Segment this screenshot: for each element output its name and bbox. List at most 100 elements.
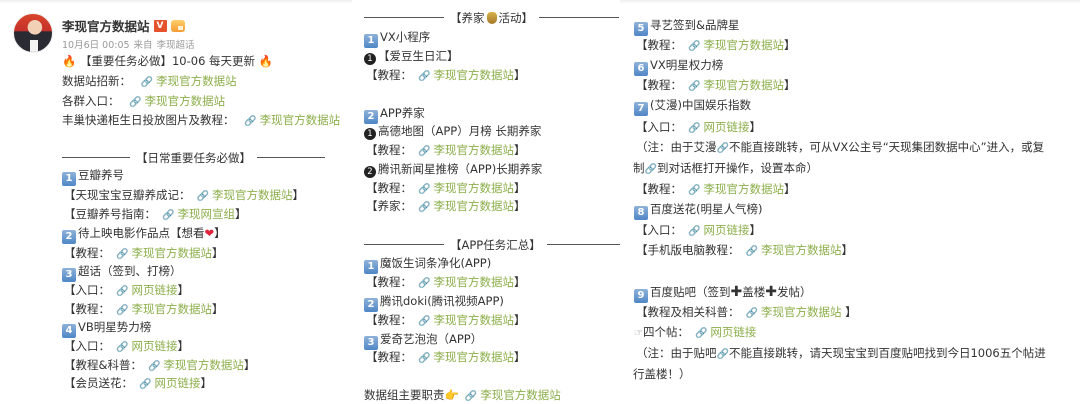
link[interactable]: 🔗李现官方数据站: [412, 199, 514, 213]
row-suffix: 】: [292, 188, 304, 202]
source-prefix: 来自: [133, 40, 153, 51]
link-text[interactable]: 网页链接: [131, 283, 178, 297]
link-icon: 🔗: [139, 379, 152, 390]
task-title-text: 魔饭生词条净化(APP): [380, 256, 492, 270]
task-row: 【教程：🔗李现官方数据站】: [64, 300, 223, 319]
link[interactable]: 🔗李现官方数据站: [412, 181, 514, 195]
link-text[interactable]: 李现官方数据站: [156, 74, 237, 88]
pointing-hand-icon: 👉: [444, 388, 459, 402]
link-text[interactable]: 李现官方数据站: [433, 68, 514, 82]
task-row: 【入口：🔗网页链接】: [636, 221, 761, 240]
link-text[interactable]: 李现官方数据站: [259, 113, 341, 127]
row-label: 【入口：: [64, 339, 110, 353]
heart-icon: ❤: [204, 226, 215, 240]
link[interactable]: 🔗李现官方数据站: [412, 143, 514, 157]
link-text[interactable]: 李现官方数据站: [433, 181, 514, 195]
link-text[interactable]: 网页链接: [710, 325, 757, 339]
section-title: 【APP任务汇总】: [450, 237, 541, 252]
task-title-text: 腾讯doki(腾讯视频APP): [380, 294, 504, 308]
link[interactable]: 🔗李现官方数据站: [123, 94, 225, 108]
note-part: 不能直接跳转，请天现宝宝到百度贴吧找到今日1006五个帖进: [728, 346, 1046, 360]
task-title-suffix: 】: [214, 226, 226, 240]
task-title-text: VB明星势力榜: [78, 320, 152, 334]
row-suffix: 】: [783, 78, 796, 92]
task-title-part: 百度贴吧（签到: [650, 285, 731, 299]
row-suffix: 】: [513, 350, 526, 364]
link-text[interactable]: 网页链接: [154, 376, 201, 390]
number-badge-icon: 5: [634, 22, 648, 36]
link[interactable]: 🔗李现官方数据站: [459, 388, 561, 402]
link-icon: 🔗: [745, 308, 758, 319]
task-row: 【教程及相关科普：🔗李现官方数据站 】: [636, 303, 857, 322]
link[interactable]: 🔗网页链接: [110, 283, 177, 297]
avatar[interactable]: [13, 13, 53, 53]
section-title-part: 活动】: [498, 10, 534, 25]
link-text[interactable]: 李现官方数据站: [703, 38, 784, 52]
link[interactable]: 🔗李现官方数据站: [740, 243, 842, 257]
link-text[interactable]: 李现官方数据站: [760, 305, 842, 319]
sub-task-title-text: 【爱豆生日汇】: [378, 49, 459, 63]
link-text[interactable]: 李现官方数据站: [433, 275, 514, 289]
link-text[interactable]: 李现官方数据站: [703, 182, 784, 196]
row-suffix: 】: [513, 143, 526, 157]
link[interactable]: 🔗李现官方数据站: [135, 74, 237, 88]
link[interactable]: 🔗李现官方数据站: [110, 246, 212, 260]
task-title-text: (艾漫)中国娱乐指数: [650, 98, 751, 112]
link[interactable]: 🔗李现官方数据站: [682, 38, 784, 52]
link[interactable]: 🔗网页链接: [133, 376, 200, 390]
link-text[interactable]: 李现官方数据站: [131, 246, 212, 260]
post-timestamp[interactable]: 10月6日 00:05: [62, 40, 130, 51]
link[interactable]: 🔗李现官方数据站: [412, 275, 514, 289]
link[interactable]: 🔗李现官方数据站: [191, 188, 293, 202]
link-text[interactable]: 李现官方数据站: [163, 358, 244, 372]
intro-row: 各群入口： 🔗李现官方数据站: [62, 92, 225, 111]
task-title-text: 豆瓣养号: [78, 168, 124, 182]
link-text[interactable]: 网页链接: [703, 120, 750, 134]
intro-row: 数据站招新： 🔗李现官方数据站: [62, 72, 237, 91]
username-link[interactable]: 李现官方数据站: [62, 19, 150, 34]
link[interactable]: 🔗李现官方数据站: [740, 305, 842, 319]
link[interactable]: 🔗李现官方数据站: [110, 302, 212, 316]
link-text[interactable]: 李现网宣组: [177, 207, 235, 221]
link[interactable]: 🔗李现官方数据站: [412, 68, 514, 82]
section-divider: 【日常重要任务必做】: [62, 148, 325, 167]
link-text[interactable]: 网页链接: [131, 339, 178, 353]
link-text[interactable]: 李现官方数据站: [433, 313, 514, 327]
task-title-text: 待上映电影作品点【想看: [78, 226, 205, 240]
row-label: 【教程：: [366, 350, 412, 364]
link[interactable]: 🔗李现官方数据站: [412, 313, 514, 327]
post-source-link[interactable]: 李现超话: [156, 40, 195, 51]
link-text[interactable]: 李现官方数据站: [211, 188, 293, 202]
link-text[interactable]: 李现官方数据站: [144, 94, 226, 108]
link[interactable]: 🔗网页链接: [689, 325, 756, 339]
link-text[interactable]: 网页链接: [703, 223, 750, 237]
section-title: 【养家活动】: [444, 10, 539, 26]
link-text[interactable]: 李现官方数据站: [433, 199, 514, 213]
headline: 🔥 【重要任务必做】10-06 每天更新 🔥: [62, 52, 273, 71]
link[interactable]: 🔗网页链接: [682, 223, 749, 237]
link[interactable]: 🔗李现网宣组: [156, 207, 235, 221]
link-text[interactable]: 李现官方数据站: [433, 350, 514, 364]
link-icon: 🔗: [418, 353, 431, 364]
link-text[interactable]: 李现官方数据站: [703, 78, 784, 92]
link-text[interactable]: 李现官方数据站: [760, 243, 842, 257]
row-label: 【教程：: [64, 302, 110, 316]
divider-rule: [257, 157, 325, 158]
row-label: 四个帖：: [642, 325, 689, 339]
link-icon: 🔗: [147, 361, 161, 372]
link-text[interactable]: 李现官方数据站: [480, 388, 561, 402]
link-text[interactable]: 李现官方数据站: [131, 302, 212, 316]
link-text[interactable]: 李现官方数据站: [433, 143, 514, 157]
link[interactable]: 🔗网页链接: [682, 120, 749, 134]
link[interactable]: 🔗李现官方数据站: [142, 358, 244, 372]
link[interactable]: 🔗李现官方数据站: [238, 113, 340, 127]
link[interactable]: 🔗网页链接: [110, 339, 177, 353]
link[interactable]: 🔗李现官方数据站: [682, 78, 784, 92]
task-row: 【入口：🔗网页链接】: [64, 281, 189, 300]
link[interactable]: 🔗李现官方数据站: [682, 182, 784, 196]
link[interactable]: 🔗李现官方数据站: [412, 350, 514, 364]
